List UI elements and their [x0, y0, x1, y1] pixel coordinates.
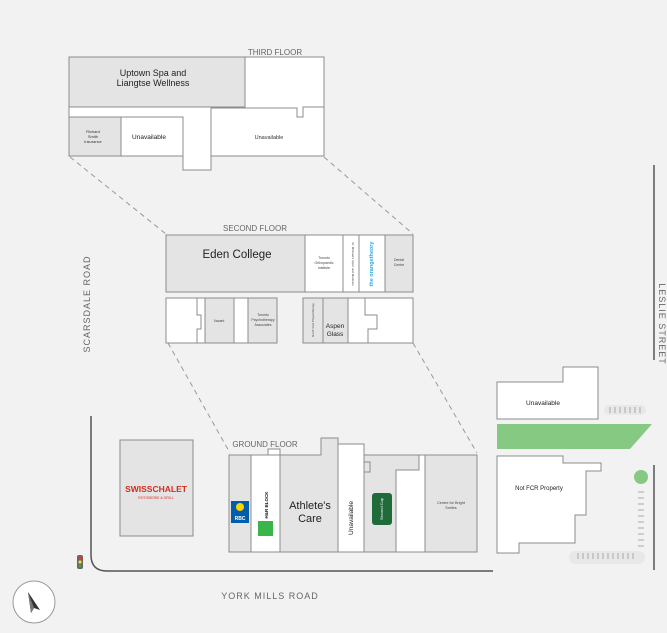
unit-richard-smith-label-3: Insurance	[84, 139, 102, 144]
unit-unavailable-third-left[interactable]	[120, 116, 184, 157]
unit-dental-centre-label-2: Centre	[394, 263, 405, 267]
unit-athletes-care-label-2: Care	[298, 513, 322, 525]
unit-toronto-psychotherapy-label: Toronto	[257, 313, 269, 317]
swiss-chalet-logo-sub: ROTISSERIE & GRILL	[138, 496, 174, 500]
hr-block-logo: H&R BLOCK	[264, 491, 269, 519]
unit-aspen-glass-label-2: Glass	[327, 331, 344, 338]
second-cup-inner-notch	[364, 461, 371, 473]
unit-uptown-spa-label: Uptown Spa and	[120, 68, 187, 78]
unit-bright-smiles-label-2: Smiles	[445, 506, 456, 510]
traffic-light-icon	[77, 555, 83, 569]
parking-stalls-side	[638, 491, 644, 547]
swiss-chalet-pad[interactable]: SWISSCHALET ROTISSERIE & GRILL	[119, 439, 194, 537]
unit-toronto-psychotherapy-label-3: Associates	[255, 323, 272, 327]
east-pads: Unavailable Not FCR Property	[496, 366, 652, 564]
unit-athletes-care-label: Athlete's	[289, 500, 331, 512]
swiss-chalet-logo: SWISSCHALET	[125, 484, 188, 494]
second-floor-label: SECOND FLOOR	[223, 224, 287, 233]
green-tree	[634, 470, 648, 484]
unit-eden-college-label: Eden College	[202, 249, 271, 261]
unit-unavailable-third-right-label: Unavailable	[255, 135, 284, 141]
unit-toronto-orthopaedic-label: Toronto	[318, 256, 330, 260]
street-york-mills-road: YORK MILLS ROAD	[221, 591, 319, 601]
rbc-logo: RBC	[231, 501, 249, 523]
unit-toronto-orthopaedic-label-2: Orthopaedic	[314, 261, 333, 265]
unit-athletes-care[interactable]	[279, 437, 339, 553]
unit-uptown-spa[interactable]	[68, 56, 246, 108]
unit-dental-centre[interactable]	[384, 234, 414, 293]
floor-connectors	[69, 156, 478, 454]
unit-unavailable-east-label: Unavailable	[526, 400, 560, 407]
curb-line	[90, 416, 493, 572]
roads	[90, 165, 655, 572]
ground-floor-label: GROUND FLOOR	[232, 440, 298, 449]
bean-logo: Second Cup	[372, 493, 392, 525]
unit-toronto-psychotherapy-label-2: Psychotherapy	[251, 318, 274, 322]
bean-logo-text: Second Cup	[379, 497, 384, 520]
unit-unavailable-ground-label: Unavailable	[348, 501, 355, 535]
not-fcr-property-label: Not FCR Property	[515, 486, 563, 492]
unit-uptown-spa-label-2: Liangtse Wellness	[117, 78, 190, 88]
parking-stalls-bottom	[569, 551, 645, 564]
unit-toronto-orthopaedic-label-3: Institute	[318, 266, 330, 270]
unit-orangetheory-label: the orangetheory	[369, 241, 375, 287]
street-scarsdale-road: SCARSDALE ROAD	[82, 255, 92, 352]
unit-unavailable-third-left-label: Unavailable	[132, 134, 166, 141]
unit-vacant-second-label: Vacant	[214, 319, 225, 323]
unit-richard-smith-label: Richard	[86, 129, 100, 134]
unit-richard-smith-label-2: Smith	[88, 134, 98, 139]
third-floor-label: THIRD FLOOR	[248, 48, 302, 57]
unit-north-york-physio-label: North York Physiotherapy	[311, 303, 315, 337]
unit-sport-medicine-label: St. Michael's Sport and Medicine	[351, 242, 355, 286]
hr-block-green-square	[258, 521, 273, 536]
swiss-chalet-building[interactable]	[119, 439, 194, 537]
not-fcr-property[interactable]	[496, 455, 602, 554]
rbc-logo-text: RBC	[235, 516, 246, 522]
unit-toronto-psychotherapy[interactable]	[247, 297, 278, 344]
unit-dental-centre-label: Dental	[394, 258, 404, 262]
unit-gap-second	[233, 297, 249, 344]
second-floor-east-notch	[364, 298, 378, 343]
unit-sport-medicine[interactable]	[342, 234, 360, 293]
unit-vacant-second[interactable]	[204, 297, 235, 344]
unit-bright-smiles[interactable]	[424, 454, 478, 553]
unit-aspen-glass[interactable]	[322, 297, 349, 344]
unit-bright-smiles-label: Centre for Bright	[437, 501, 466, 505]
ground-floor: GROUND FLOOR RBC H&R BLOCK Athlete's Car…	[228, 437, 478, 553]
parking-stalls-top	[604, 405, 646, 415]
unit-toronto-orthopaedic[interactable]	[304, 234, 344, 293]
street-leslie-street: LESLIE STREET	[657, 283, 667, 365]
unit-unavailable-third-right[interactable]	[210, 106, 325, 157]
unit-eden-college[interactable]	[165, 234, 306, 293]
unit-aspen-glass-label: Aspen	[326, 323, 345, 330]
green-strip	[497, 424, 652, 449]
second-floor: SECOND FLOOR Eden College Toronto Orthop…	[165, 224, 414, 344]
third-floor: THIRD FLOOR Uptown Spa and Liangtse Well…	[68, 48, 325, 171]
unit-unavailable-east[interactable]	[496, 366, 599, 420]
compass-icon	[12, 580, 56, 624]
